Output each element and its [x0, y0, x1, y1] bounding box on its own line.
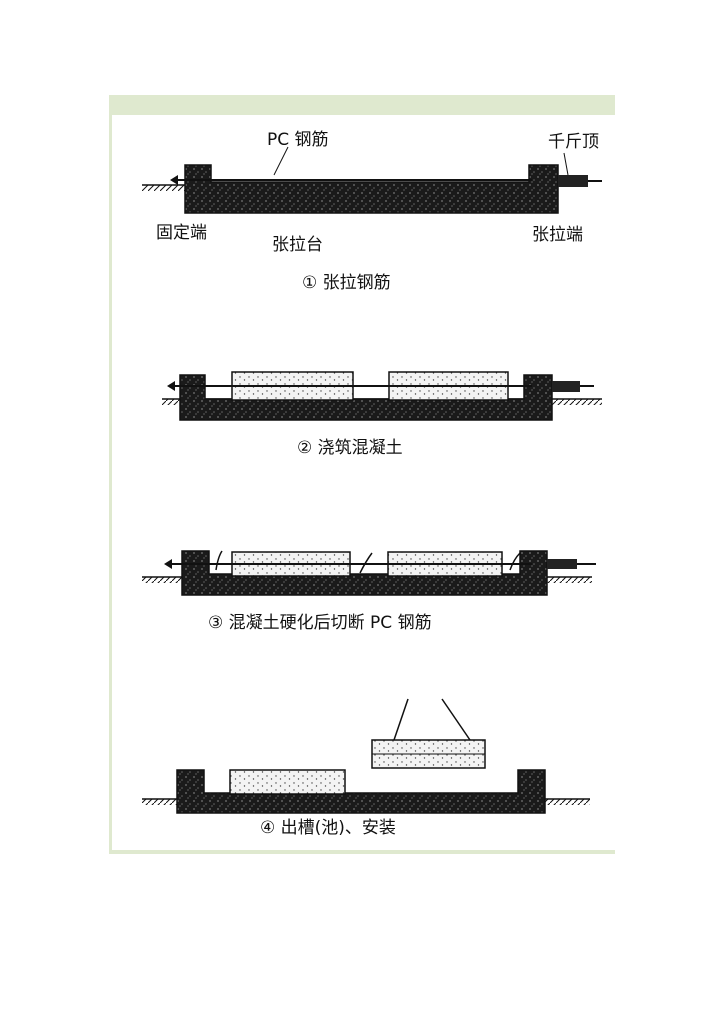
tension-bench — [181, 550, 548, 596]
concrete-member-in-bench — [229, 769, 346, 795]
caption-step-3: ③ 混凝土硬化后切断 PC 钢筋 — [208, 613, 432, 633]
prestress-process-diagram: PC 钢筋 千斤顶 固定端 张拉台 张拉端 ① 张拉钢筋 ② 浇筑混凝土 — [142, 130, 602, 838]
jack — [547, 559, 577, 569]
step-1-tensioning: PC 钢筋 千斤顶 固定端 张拉台 张拉端 ① 张拉钢筋 — [142, 130, 602, 293]
jack — [558, 175, 588, 187]
tension-bench — [179, 374, 553, 421]
label-pc-rebar: PC 钢筋 — [267, 130, 329, 150]
label-fixed-end: 固定端 — [156, 223, 207, 243]
anchor-nut-fixed — [164, 559, 172, 569]
caption-step-1: ① 张拉钢筋 — [302, 273, 391, 293]
tension-bench — [176, 769, 546, 814]
caption-step-4: ④ 出槽(池)、安装 — [260, 818, 396, 838]
leader-jack — [563, 152, 569, 176]
step-3-cutting: ③ 混凝土硬化后切断 PC 钢筋 — [142, 550, 596, 633]
anchor-nut-fixed — [170, 175, 178, 185]
lifting-sling-left — [393, 698, 409, 741]
label-jack: 千斤顶 — [548, 132, 599, 152]
diagram-panel: PC 钢筋 千斤顶 固定端 张拉台 张拉端 ① 张拉钢筋 ② 浇筑混凝土 — [109, 95, 615, 854]
leader-pc-rebar — [273, 146, 289, 176]
step-2-pouring: ② 浇筑混凝土 — [162, 371, 602, 458]
label-bench: 张拉台 — [272, 235, 323, 255]
cut-marks — [215, 550, 521, 574]
panel-top-bar — [112, 95, 615, 115]
tension-bench — [184, 164, 559, 214]
label-tension-end: 张拉端 — [532, 225, 583, 245]
anchor-nut-fixed — [167, 381, 175, 391]
step-4-removal: ④ 出槽(池)、安装 — [142, 698, 590, 838]
jack — [552, 381, 580, 392]
lifting-sling-right — [441, 698, 471, 741]
caption-step-2: ② 浇筑混凝土 — [297, 438, 403, 458]
